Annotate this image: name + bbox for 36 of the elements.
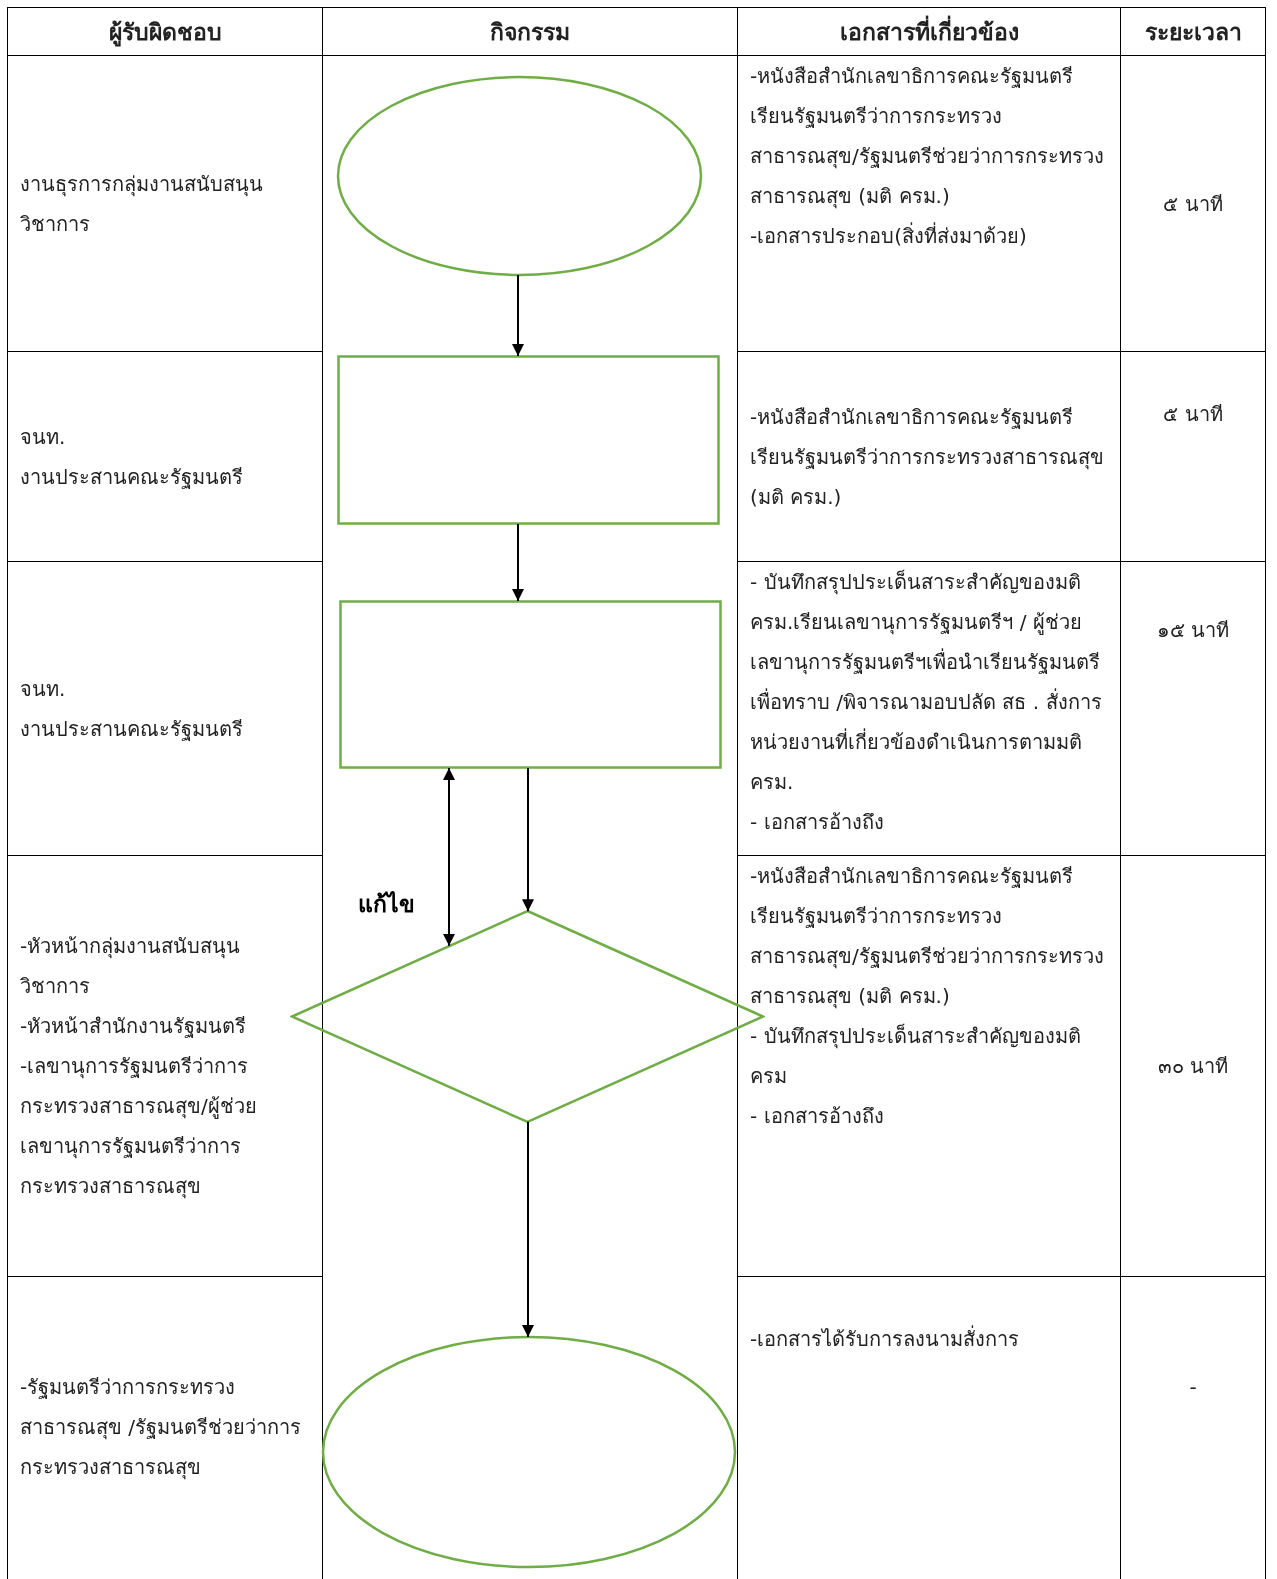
document-list-item: - เอกสารอ้างถึง [750,1103,885,1130]
responsible-party-text: งานธุรการกลุ่มงานสนับสนุนวิชาการ [20,170,264,238]
responsible-party-text: -หัวหน้ากลุ่มงานสนับสนุนวิชาการ [20,933,242,1000]
column-header: กิจกรรม [490,17,570,47]
responsible-party-text: จนท. [20,675,67,703]
duration-text: - [1189,1374,1197,1401]
responsible-party-text: -หัวหน้าสำนักงานรัฐมนตรี [20,1013,248,1040]
responsible-party-text: งานประสานคณะรัฐมนตรี [20,463,244,491]
terminal-ellipse [321,1335,737,1569]
process-box [339,600,722,769]
responsible-party-text: -รัฐมนตรีว่าการกระทรวงสาธารณสุข /รัฐมนตรีช่วยว่าการกระทรวงสาธารณสุข [20,1374,303,1482]
duration-text: ๕ นาที [1163,401,1223,428]
arrow [443,767,455,947]
arrow [512,523,524,602]
document-list-item: - บันทึกสรุปประเด็นสาระสำคัญของมติ ครม [750,1022,1082,1090]
arrow [512,274,524,357]
column-header: ระยะเวลา [1144,17,1242,47]
responsible-party-text: จนท. [20,423,67,451]
terminal-ellipse [336,75,703,277]
arrow [522,1120,534,1338]
document-list-item: -หนังสือสำนักเลขาธิการคณะรัฐมนตรีเรียนรัฐมนตรีว่าการกระทรวงสาธารณสุข/รัฐมนตรีช่วยว่าการกระทรวงสาธารณสุข (มติ ครม.) [750,863,1105,1011]
arrow [522,767,534,913]
responsible-party-text: งานประสานคณะรัฐมนตรี [20,715,244,743]
column-header: เอกสารที่เกี่ยวข้อง [839,16,1019,47]
column-header: ผู้รับผิดชอบ [108,17,222,47]
document-list-item: - บันทึกสรุปประเด็นสาระสำคัญของมติ ครม.เรียนเลขานุการรัฐมนตรีฯ / ผู้ช่วยเลขานุการรัฐมนตรีฯเพื่อนำเรียนรัฐมนตรีเพื่อทราบ /พิจารณามอบปลัด สธ . สั่งการหน่วยงานที่เกี่ยวข้องดำเนินการตามมติ ครม. [750,568,1103,796]
document-list-item: -เอกสารได้รับการลงนามสั่งการ [750,1324,1021,1353]
document-list-item: - เอกสารอ้างถึง [750,809,885,836]
duration-text: ๕ นาที [1163,190,1223,218]
document-list-item: -หนังสือสำนักเลขาธิการคณะรัฐมนตรีเรียนรัฐมนตรีว่าการกระทรวงสาธารณสุข/รัฐมนตรีช่วยว่าการกระทรวงสาธารณสุข (มติ ครม.) [750,63,1105,211]
duration-text: ๓๐ นาที [1157,1053,1229,1080]
document-list-item: -เอกสารประกอบ(สิ่งที่ส่งมาด้วย) [750,221,1028,250]
document-list-item: -หนังสือสำนักเลขาธิการคณะรัฐมนตรีเรียนรัฐมนตรีว่าการกระทรวงสาธารณสุข (มติ ครม.) [750,403,1105,511]
process-box [337,355,720,525]
responsible-party-text: -เลขานุการรัฐมนตรีว่าการกระทรวงสาธารณสุข/ผู้ช่วยเลขานุการรัฐมนตรีว่าการกระทรวงสาธารณสุข [20,1053,258,1201]
duration-text: ๑๕ นาที [1156,617,1230,644]
